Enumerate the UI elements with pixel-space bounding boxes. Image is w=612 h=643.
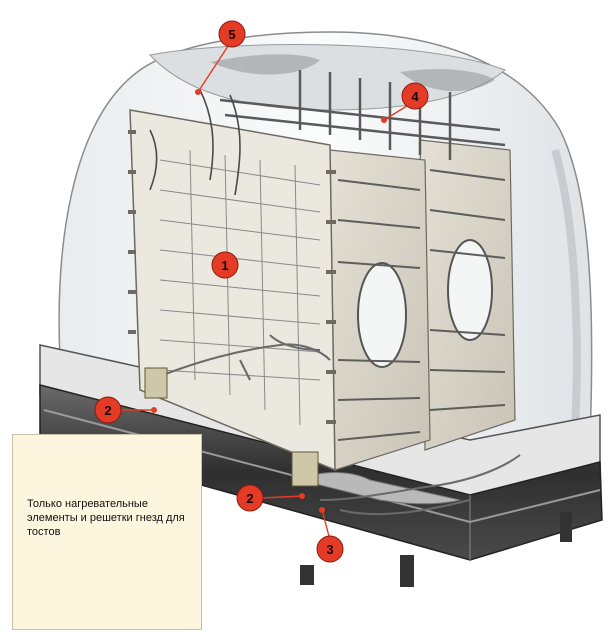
wiring-connector — [149, 334, 521, 516]
callout-marker-2-front: 2 — [236, 484, 264, 512]
leader-dot — [151, 407, 157, 413]
callout-marker-4: 4 — [401, 82, 429, 110]
callout-marker-2-left: 2 — [94, 396, 122, 424]
svg-text:2: 2 — [104, 403, 111, 418]
svg-text:5: 5 — [228, 27, 235, 42]
caption-text: Только нагревательные элементы и решетки… — [27, 498, 185, 538]
svg-text:2: 2 — [246, 491, 253, 506]
toast-slot-right — [419, 139, 516, 451]
leader-dot — [381, 117, 387, 123]
element-mount-left — [144, 367, 168, 399]
callout-marker-5: 5 — [218, 20, 246, 48]
callout-marker-3: 3 — [316, 535, 344, 563]
svg-text:3: 3 — [326, 542, 333, 557]
svg-text:4: 4 — [411, 89, 419, 104]
caption-box: Только нагревательные элементы и решетки… — [12, 434, 202, 630]
heating-element-left — [128, 109, 336, 472]
callout-marker-1: 1 — [211, 251, 239, 279]
element-mount-front — [291, 451, 319, 487]
svg-text:1: 1 — [221, 258, 228, 273]
toast-slot-middle — [329, 149, 431, 471]
leader-dot — [299, 493, 305, 499]
bread-guide-rack — [219, 70, 506, 160]
heater-wire — [149, 89, 241, 196]
leader-dot — [319, 507, 325, 513]
leader-dot — [195, 89, 201, 95]
